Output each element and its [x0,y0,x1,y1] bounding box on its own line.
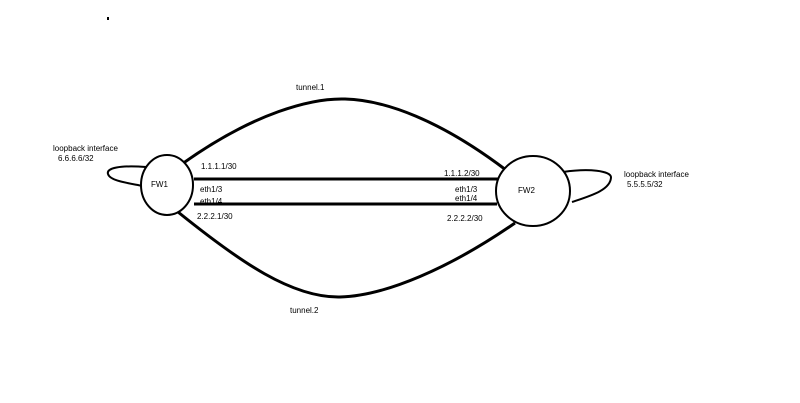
fw2-eth1-3-ip-label: 1.1.1.2/30 [444,169,480,178]
fw2-loopback-label: loopback interface [624,170,689,179]
fw2-eth1-4-ip-label: 2.2.2.2/30 [447,214,483,223]
fw1-eth1-4-interface-label: eth1/4 [200,197,223,206]
tunnel-2-link [177,210,516,299]
fw1-node[interactable] [140,154,194,216]
fw1-label: FW1 [151,180,168,189]
fw1-eth1-4-ip-label: 2.2.2.1/30 [197,212,233,221]
fw2-loopback-ip-label: 5.5.5.5/32 [627,180,663,189]
fw1-loopback-ip-label: 6.6.6.6/32 [58,154,94,163]
fw2-loopback-loop [562,169,613,203]
tunnel-1-link [181,97,507,172]
fw2-eth1-3-interface-label: eth1/3 [455,185,478,194]
fw1-eth1-3-ip-label: 1.1.1.1/30 [201,162,237,171]
fw1-loopback-label: loopback interface [53,144,118,153]
fw2-node[interactable] [495,155,571,227]
stray-dot [107,17,109,20]
fw2-eth1-4-interface-label: eth1/4 [455,194,478,203]
fw2-label: FW2 [518,186,535,195]
fw1-loopback-loop [106,165,147,187]
tunnel-2-label: tunnel.2 [290,306,319,315]
fw1-eth1-3-interface-label: eth1/3 [200,185,223,194]
tunnel-1-label: tunnel.1 [296,83,325,92]
